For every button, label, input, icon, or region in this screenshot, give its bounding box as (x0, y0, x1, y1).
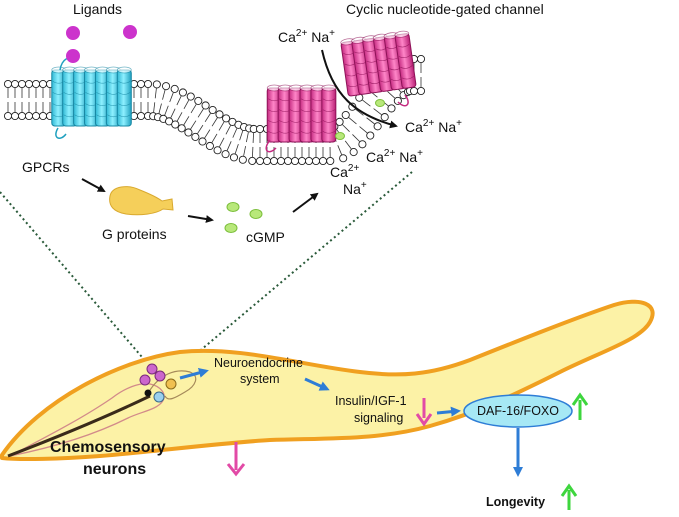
neurons-to-neuroendocrine-arrow (179, 367, 209, 380)
cgmp-to-channel-arrow (292, 192, 319, 213)
daf16-up-arrow (571, 392, 589, 420)
neuroendocrine-label-line1: Neuroendocrine (214, 356, 303, 370)
insulin-down-arrow (415, 398, 433, 427)
ligand-dot-2 (123, 25, 137, 39)
insulin-label-line2: signaling (354, 411, 403, 425)
gpcrs-label: GPCRs (22, 159, 69, 175)
longevity-label: Longevity (486, 495, 545, 509)
gpcr-receptor (51, 57, 132, 139)
chemosensory-down-arrow (226, 442, 246, 477)
ligand-dot-3 (66, 49, 80, 63)
svg-text:Ca2+: Ca2+ (330, 163, 359, 180)
pharynx-outline (9, 382, 165, 457)
gprotein-to-cgmp-arrow (187, 215, 214, 223)
ion-label-low: Ca2+ Na+ (330, 163, 367, 197)
ion-label-mid: Ca2+ Na+ (366, 148, 423, 165)
neuroendocrine-to-insulin-arrow (304, 377, 330, 391)
gpcr-to-gprotein-arrow (81, 178, 106, 192)
sensory-neuron-cluster (139, 363, 177, 403)
ion-label-out: Ca2+ Na+ (405, 118, 462, 135)
insulin-to-daf16-arrow (436, 406, 461, 417)
worm-body (0, 299, 655, 462)
chemosensory-label-line2: neurons (83, 461, 146, 478)
cgmp-label: cGMP (246, 229, 285, 245)
insulin-label-line1: Insulin/IGF-1 (335, 394, 407, 408)
ion-flow-arrow (321, 49, 398, 129)
ligands-label: Ligands (73, 1, 122, 17)
pharynx-lumen (7, 394, 151, 458)
ligand-dot-1 (66, 26, 80, 40)
daf16-foxo-node: DAF-16/FOXO (463, 394, 573, 428)
svg-text:Ca2+ Na+: Ca2+ Na+ (366, 148, 423, 165)
nerve-fiber (149, 370, 197, 400)
ion-label-top: Ca2+ Na+ (278, 28, 335, 45)
g-protein-icon (109, 186, 174, 216)
longevity-up-arrow (560, 483, 578, 510)
g-proteins-label: G proteins (102, 226, 167, 242)
svg-text:Na+: Na+ (343, 180, 367, 197)
daf16-label: DAF-16/FOXO (477, 404, 559, 418)
cng-channel-left (265, 84, 345, 153)
zoom-line-right (169, 171, 413, 377)
svg-text:Ca2+ Na+: Ca2+ Na+ (405, 118, 462, 135)
channel-title: Cyclic nucleotide-gated channel (346, 1, 544, 17)
svg-text:Ca2+ Na+: Ca2+ Na+ (278, 28, 335, 45)
chemosensory-label-line1: Chemosensory (50, 439, 166, 456)
zoom-line-left (0, 191, 155, 372)
cng-channel-right (340, 30, 417, 107)
cgmp-molecules (224, 202, 263, 233)
neuroendocrine-label-line2: system (240, 372, 280, 386)
